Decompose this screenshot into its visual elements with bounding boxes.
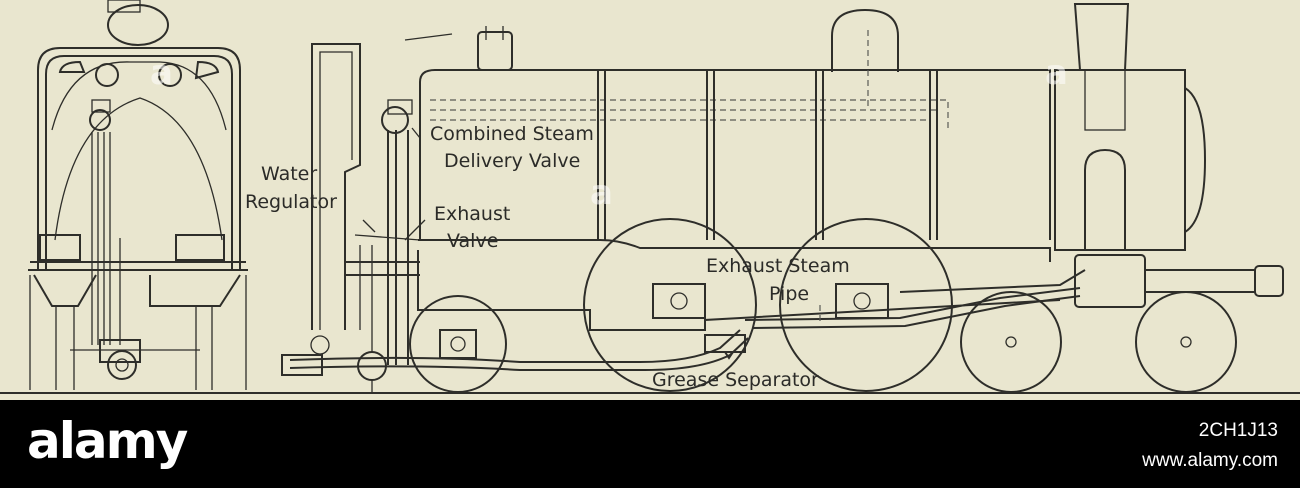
diagram-svg: Combined Steam Delivery Valve Water Regu…: [0, 0, 1300, 394]
watermark-logo: a: [150, 53, 173, 93]
label-regulator: Regulator: [245, 191, 337, 213]
label-exhaust-steam: Exhaust Steam: [706, 255, 850, 277]
label-delivery-valve: Delivery Valve: [444, 150, 580, 172]
side-view: [281, 3, 1284, 393]
site-url: www.alamy.com: [1142, 450, 1278, 471]
label-water: Water: [261, 163, 317, 185]
label-pipe: Pipe: [769, 283, 809, 305]
image-code: 2CH1J13: [1198, 420, 1278, 441]
label-exhaust: Exhaust: [434, 203, 510, 225]
end-view: [28, 0, 248, 390]
label-combined-steam: Combined Steam: [430, 123, 594, 145]
alamy-logo: alamy: [27, 412, 188, 470]
label-grease-separator: Grease Separator: [652, 369, 819, 391]
label-valve: Valve: [447, 230, 498, 252]
locomotive-diagram: Combined Steam Delivery Valve Water Regu…: [0, 0, 1300, 394]
watermark-logo: a: [590, 173, 613, 213]
watermark-banner: alamy 2CH1J13 www.alamy.com: [0, 400, 1300, 488]
watermark-logo: a: [1045, 53, 1068, 93]
